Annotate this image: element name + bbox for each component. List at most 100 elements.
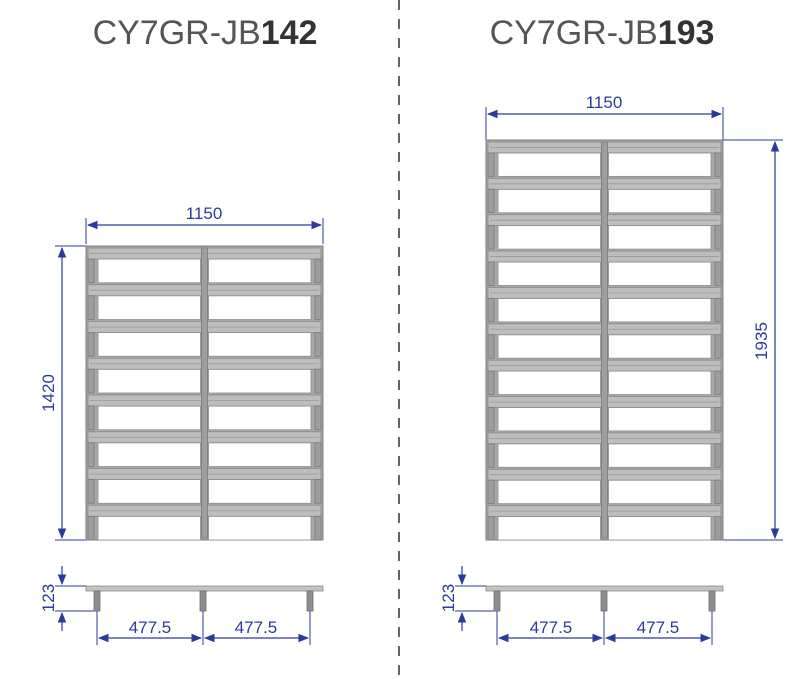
slat-opening (497, 188, 601, 214)
slat-opening (497, 370, 601, 395)
side-post (714, 479, 722, 505)
slat-opening (497, 152, 601, 177)
slat-opening (608, 297, 712, 323)
side-post (487, 516, 495, 541)
side-post (87, 442, 95, 467)
side-post (714, 297, 722, 323)
side-post (314, 515, 322, 541)
center-rail (601, 141, 608, 539)
slat-opening (497, 443, 601, 468)
width-label: 1150 (586, 93, 623, 112)
side-post (714, 225, 722, 250)
side-post (314, 332, 322, 357)
slat-opening (97, 368, 201, 394)
width-label: 1150 (186, 204, 223, 223)
model-title-prefix: CY7GR-JB (93, 14, 261, 52)
side-post (487, 297, 495, 323)
side-post (714, 370, 722, 395)
side-post (487, 152, 495, 177)
model-title-left: CY7GR-JB142 (93, 14, 318, 52)
slat-opening (497, 516, 601, 541)
leg-foot (199, 590, 207, 612)
slat-opening (208, 515, 312, 541)
bed-base-side-view (85, 585, 324, 612)
slat-opening (608, 479, 712, 505)
bed-base-top-view (485, 139, 724, 541)
side-post (87, 479, 95, 504)
side-post (714, 516, 722, 541)
side-rail (485, 585, 724, 592)
side-post (87, 332, 95, 357)
slat-opening (97, 295, 201, 320)
side-post (87, 368, 95, 394)
spacing-label: 477.5 (235, 618, 278, 637)
spacing-label: 477.5 (129, 618, 172, 637)
side-rail (85, 585, 324, 592)
side-height-label: 123 (39, 584, 58, 612)
slat-opening (608, 334, 712, 359)
side-post (314, 295, 322, 320)
slat-opening (608, 516, 712, 541)
slat-opening (497, 334, 601, 359)
height-label: 1420 (39, 374, 58, 412)
side-post (314, 479, 322, 504)
model-title-number: 193 (658, 14, 715, 52)
side-post (314, 258, 322, 284)
leg-foot (600, 590, 608, 612)
slat-opening (208, 332, 312, 357)
center-rail (201, 247, 208, 539)
side-post (314, 405, 322, 431)
spacing-label: 477.5 (530, 618, 573, 637)
slat-opening (608, 370, 712, 395)
side-post (487, 334, 495, 359)
side-post (87, 515, 95, 541)
slat-opening (97, 405, 201, 431)
slat-opening (208, 442, 312, 467)
side-post (487, 443, 495, 468)
slat-opening (208, 368, 312, 394)
slat-opening (97, 442, 201, 467)
side-post (87, 295, 95, 320)
model-title-prefix: CY7GR-JB (490, 14, 658, 52)
slat-opening (608, 261, 712, 286)
model-left: CY7GR-JB142 1150 1420 123 (39, 14, 324, 645)
side-post (487, 479, 495, 505)
side-post (487, 188, 495, 214)
leg-foot (493, 590, 501, 612)
slat-opening (497, 479, 601, 505)
slat-opening (208, 295, 312, 320)
side-post (314, 368, 322, 394)
side-post (487, 261, 495, 286)
slat-opening (97, 258, 201, 284)
slat-opening (608, 225, 712, 250)
side-post (714, 334, 722, 359)
side-post (487, 225, 495, 250)
model-right: CY7GR-JB193 1150 1935 123 (439, 14, 783, 645)
side-post (714, 188, 722, 214)
side-post (487, 407, 495, 432)
side-post (714, 407, 722, 432)
slat-opening (208, 258, 312, 284)
spacing-label: 477.5 (637, 618, 680, 637)
slat-opening (608, 443, 712, 468)
slat-opening (497, 225, 601, 250)
side-post (87, 258, 95, 284)
leg-foot (306, 590, 314, 612)
leg-foot (93, 590, 101, 612)
slat-opening (497, 297, 601, 323)
bed-base-side-view (485, 585, 724, 612)
slat-opening (97, 332, 201, 357)
bed-base-top-view (85, 245, 324, 541)
side-post (714, 152, 722, 177)
slat-opening (608, 407, 712, 432)
slat-opening (97, 515, 201, 541)
slat-opening (208, 405, 312, 431)
model-title-right: CY7GR-JB193 (490, 14, 715, 52)
side-post (714, 261, 722, 286)
side-post (487, 370, 495, 395)
slat-opening (497, 261, 601, 286)
model-title-number: 142 (261, 14, 318, 52)
side-post (314, 442, 322, 467)
slat-opening (608, 188, 712, 214)
